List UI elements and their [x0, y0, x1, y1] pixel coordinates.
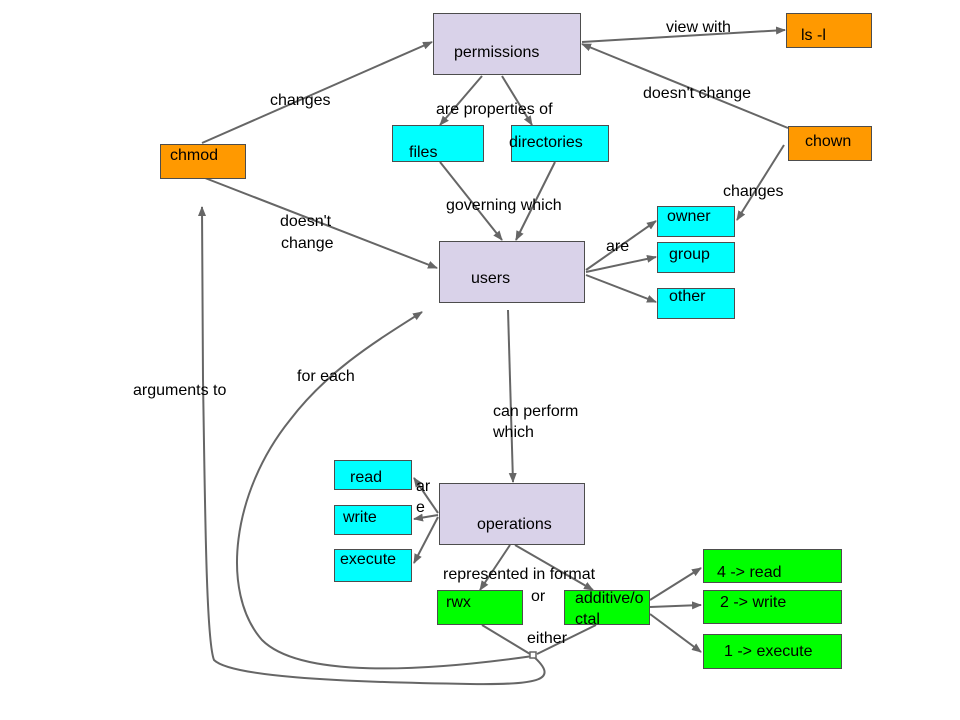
label-are-ops-1: ar [416, 478, 431, 495]
node-files-label: files [409, 144, 438, 161]
edge-rwx-either [481, 624, 531, 655]
node-users-label: users [471, 270, 511, 287]
label-governing-which: governing which [446, 197, 562, 214]
edge-operations-rwx [479, 544, 511, 591]
label-can-perform-2: which [493, 424, 534, 441]
edge-permissions-directories [501, 75, 533, 126]
node-two-write-label: 2 -> write [720, 594, 787, 611]
node-one-execute: 1 -> execute [703, 634, 842, 669]
node-chown: chown [788, 126, 872, 161]
node-four-read-label: 4 -> read [717, 564, 782, 581]
edge-chown-permissions [581, 43, 789, 129]
node-ls-l-label: ls -l [801, 27, 826, 44]
node-rwx: rwx [437, 590, 523, 625]
node-owner: owner [657, 206, 735, 237]
edge-users-owner [585, 220, 657, 271]
label-for-each: for each [297, 368, 355, 385]
edge-users-operations [507, 309, 517, 483]
node-users: users [439, 241, 585, 303]
label-doesnt-chmod-1: doesn't [280, 213, 332, 230]
node-chown-label: chown [805, 133, 852, 150]
node-directories-label: directories [509, 134, 583, 151]
label-doesnt-change-chown: doesn't change [643, 85, 752, 102]
node-other-label: other [669, 288, 706, 305]
edge-users-group [585, 254, 657, 273]
edge-either-arguments-to [198, 206, 546, 686]
junction-marker [529, 651, 537, 659]
edge-permissions-ls [581, 26, 786, 43]
label-doesnt-chmod-2: change [281, 235, 334, 252]
node-write-label: write [343, 509, 377, 526]
node-chmod-label: chmod [170, 147, 219, 164]
node-two-write: 2 -> write [703, 590, 842, 624]
edge-additive-two [649, 601, 702, 610]
edge-additive-one [649, 613, 702, 653]
node-group: group [657, 242, 735, 273]
edge-chmod-users [204, 177, 438, 269]
node-permissions-label: permissions [454, 44, 540, 61]
label-view-with: view with [666, 19, 731, 36]
node-four-read: 4 -> read [703, 549, 842, 583]
node-permissions: permissions [433, 13, 581, 75]
edge-directories-users [515, 161, 556, 241]
node-additive-octal: additive/o ctal [564, 590, 650, 628]
edge-additive-either [536, 624, 597, 655]
node-owner-label: owner [667, 208, 711, 225]
node-one-execute-label: 1 -> execute [724, 643, 813, 660]
node-operations-label: operations [477, 516, 552, 533]
node-ls-l: ls -l [786, 13, 872, 48]
edge-operations-execute [413, 516, 439, 564]
node-other: other [657, 288, 735, 319]
label-changes-chmod: changes [270, 92, 331, 109]
node-read-label: read [350, 469, 383, 486]
label-are-ops-2: e [416, 499, 425, 516]
node-rwx-label: rwx [446, 594, 471, 611]
label-are-users: are [606, 238, 630, 255]
label-either: either [527, 630, 568, 647]
edge-additive-four [649, 567, 702, 601]
edge-operations-write [413, 513, 439, 522]
label-or: or [531, 588, 546, 605]
node-read: read [334, 460, 412, 490]
edge-users-other [585, 274, 657, 303]
node-write: write [334, 505, 412, 535]
node-execute: execute [334, 549, 412, 582]
edge-operations-additive [514, 544, 594, 591]
node-files: files [392, 125, 484, 162]
edge-either-for-each [236, 311, 534, 670]
label-can-perform-1: can perform [493, 403, 579, 420]
node-directories: directories [509, 125, 609, 162]
label-are-properties-of: are properties of [436, 101, 553, 118]
node-execute-label: execute [340, 551, 397, 568]
edge-operations-read [413, 477, 439, 514]
edge-chmod-permissions [201, 41, 433, 144]
node-operations: operations [439, 483, 585, 545]
edge-files-users [439, 161, 503, 241]
node-chmod: chmod [160, 144, 246, 179]
node-group-label: group [669, 246, 710, 263]
edge-chown-owner [736, 144, 785, 221]
label-represented-in-format: represented in format [443, 566, 596, 583]
edge-permissions-files [439, 75, 483, 126]
label-arguments-to: arguments to [133, 382, 227, 399]
node-additive-octal-label-2: ctal [575, 611, 600, 628]
node-additive-octal-label-1: additive/o [575, 590, 644, 607]
label-changes-chown: changes [723, 183, 784, 200]
